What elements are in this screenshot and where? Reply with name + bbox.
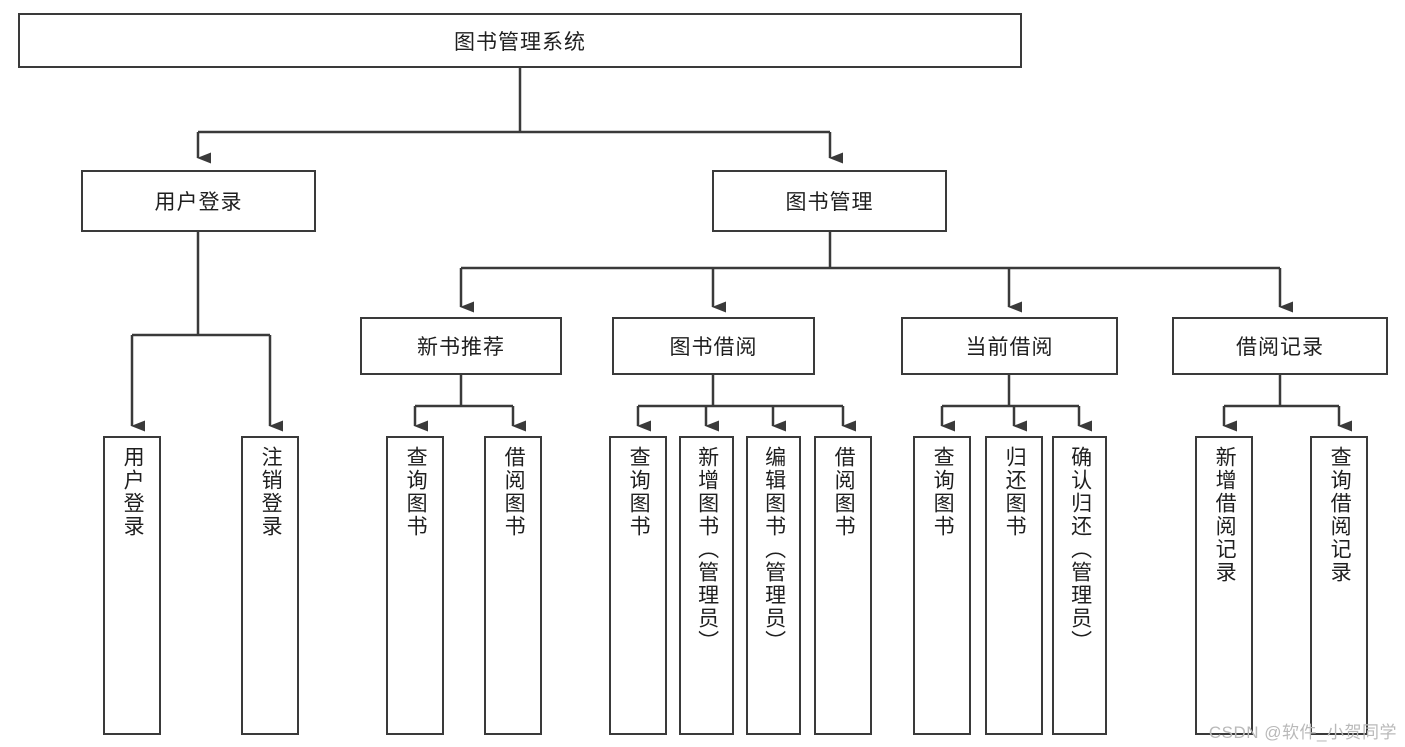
node-book-borrow[interactable]: 图书借阅 <box>612 317 815 375</box>
node-label: 查询借阅记录 <box>1328 446 1352 584</box>
node-label: 图书管理 <box>785 191 874 214</box>
node-label: 用户登录 <box>154 191 243 214</box>
node-current-borrow[interactable]: 当前借阅 <box>901 317 1118 375</box>
node-add-book-admin[interactable]: 新增图书（管理员） <box>679 436 734 735</box>
node-return-book[interactable]: 归还图书 <box>985 436 1043 735</box>
node-label: 新书推荐 <box>417 336 505 359</box>
node-label: 归还图书 <box>1003 446 1027 538</box>
node-edit-book-admin[interactable]: 编辑图书（管理员） <box>746 436 801 735</box>
node-label: 编辑图书（管理员） <box>762 446 786 653</box>
node-label: 查询图书 <box>931 446 955 538</box>
node-label: 注销登录 <box>259 446 283 538</box>
node-borrow-record[interactable]: 借阅记录 <box>1172 317 1388 375</box>
node-label: 借阅图书 <box>832 446 856 538</box>
node-label: 用户登录 <box>121 446 145 538</box>
node-query-book-3[interactable]: 查询图书 <box>913 436 971 735</box>
node-label: 查询图书 <box>404 446 428 538</box>
node-label: 新增图书（管理员） <box>695 446 719 653</box>
node-root[interactable]: 图书管理系统 <box>18 13 1022 68</box>
node-query-book-2[interactable]: 查询图书 <box>609 436 667 735</box>
node-add-borrow-record[interactable]: 新增借阅记录 <box>1195 436 1253 735</box>
node-confirm-return-admin[interactable]: 确认归还（管理员） <box>1052 436 1107 735</box>
node-query-borrow-record[interactable]: 查询借阅记录 <box>1310 436 1368 735</box>
watermark-text: CSDN @软件_小贺同学 <box>1208 723 1397 742</box>
node-label: 新增借阅记录 <box>1213 446 1237 584</box>
node-user-logout[interactable]: 注销登录 <box>241 436 299 735</box>
node-borrow-book-1[interactable]: 借阅图书 <box>484 436 542 735</box>
node-label: 图书借阅 <box>669 336 758 359</box>
node-query-book-1[interactable]: 查询图书 <box>386 436 444 735</box>
node-book-manage[interactable]: 图书管理 <box>712 170 947 232</box>
node-borrow-book-2[interactable]: 借阅图书 <box>814 436 872 735</box>
node-new-book-recommend[interactable]: 新书推荐 <box>360 317 562 375</box>
node-label: 查询图书 <box>627 446 651 538</box>
node-label: 借阅图书 <box>502 446 526 538</box>
node-label: 图书管理系统 <box>454 30 586 54</box>
node-user-login[interactable]: 用户登录 <box>81 170 316 232</box>
node-label: 当前借阅 <box>965 336 1054 359</box>
node-label: 确认归还（管理员） <box>1068 446 1092 653</box>
node-user-login-do[interactable]: 用户登录 <box>103 436 161 735</box>
node-label: 借阅记录 <box>1236 336 1324 359</box>
